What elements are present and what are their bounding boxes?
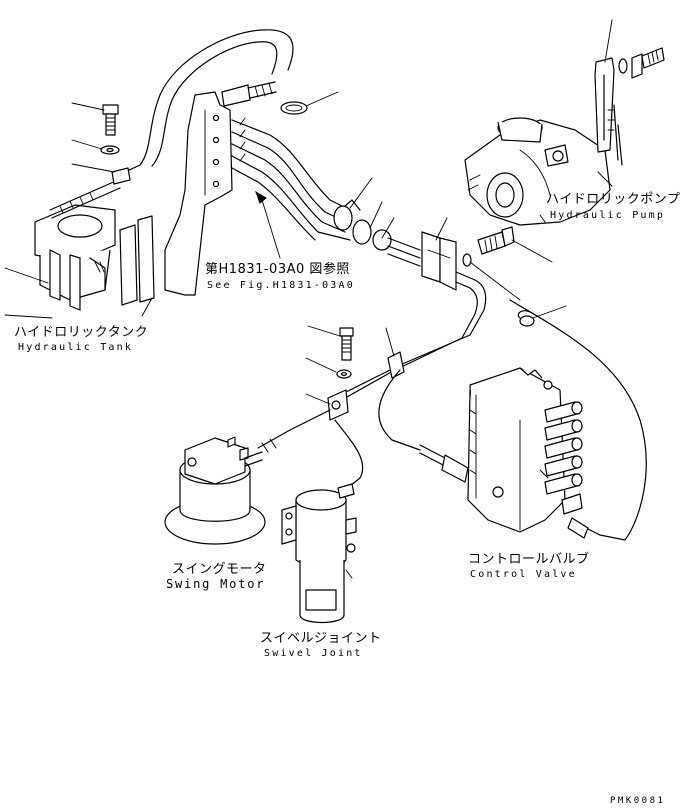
hose-to-control-valve (378, 369, 469, 483)
valve-detail-line (539, 469, 549, 479)
hydraulic-pump (464, 117, 611, 226)
clamp-washer (462, 253, 472, 267)
control-valve-label-en: Control Valve (470, 569, 577, 580)
clamp-bolt (477, 226, 515, 255)
pump-bolt (631, 47, 665, 79)
swivel-joint (281, 483, 357, 624)
top-fitting (221, 81, 277, 107)
hose-band (280, 101, 308, 115)
drain-hose-right (509, 299, 647, 541)
middle-bolt (339, 327, 354, 361)
hose-to-swing-motor (257, 409, 331, 453)
pump-washer (618, 58, 628, 74)
hydraulic-pump-label-en: Hydraulic Pump (550, 210, 666, 221)
leader-pump-bracket (604, 19, 613, 63)
hose-clip (517, 310, 535, 327)
leader-lines-upper (305, 91, 567, 319)
leader-lines-left (4, 102, 153, 319)
swing-motor-label-jp: スイングモータ (172, 562, 267, 577)
see-fig-pointer (255, 190, 281, 259)
see-fig-label-jp: 第H1831-03A0 図参照 (205, 262, 350, 277)
valve-spool-ports (544, 401, 583, 495)
control-valve (467, 367, 583, 533)
hydraulic-tank-label-en: Hydraulic Tank (18, 342, 134, 353)
leader-lines-right (597, 171, 613, 187)
swivel-joint-label-en: Swivel Joint (264, 648, 363, 659)
drawing-code: PMK0081 (610, 796, 666, 806)
pilot-hose-bundle (231, 117, 351, 241)
tube-run-upper (387, 237, 421, 267)
control-valve-label-jp: コントロールバルブ (468, 552, 590, 567)
lower-clamp (327, 351, 405, 421)
leader-lines-middle (305, 325, 395, 405)
swing-motor (164, 436, 266, 545)
tube-run-middle (337, 271, 487, 403)
tank-bolt (102, 104, 119, 136)
return-hose-loop (124, 29, 294, 173)
swing-motor-label-en: Swing Motor (166, 577, 266, 591)
grommet-rings (333, 199, 392, 251)
clamp-plate (421, 231, 457, 291)
tank-fitting (49, 167, 131, 219)
tank-washer (100, 145, 120, 155)
hose-to-swivel (334, 419, 364, 491)
hydraulic-tank (34, 204, 155, 311)
middle-washer (336, 369, 352, 379)
frame-bracket (164, 91, 233, 296)
see-fig-label-en: See Fig.H1831-03A0 (207, 280, 355, 291)
hydraulic-tank-label-jp: ハイドロリックタンク (14, 325, 149, 340)
swivel-joint-label-jp: スイベルジョイント (260, 631, 382, 646)
pump-bracket (594, 57, 623, 166)
hydraulic-pump-label-jp: ハイドロリックポンプ (546, 192, 681, 207)
